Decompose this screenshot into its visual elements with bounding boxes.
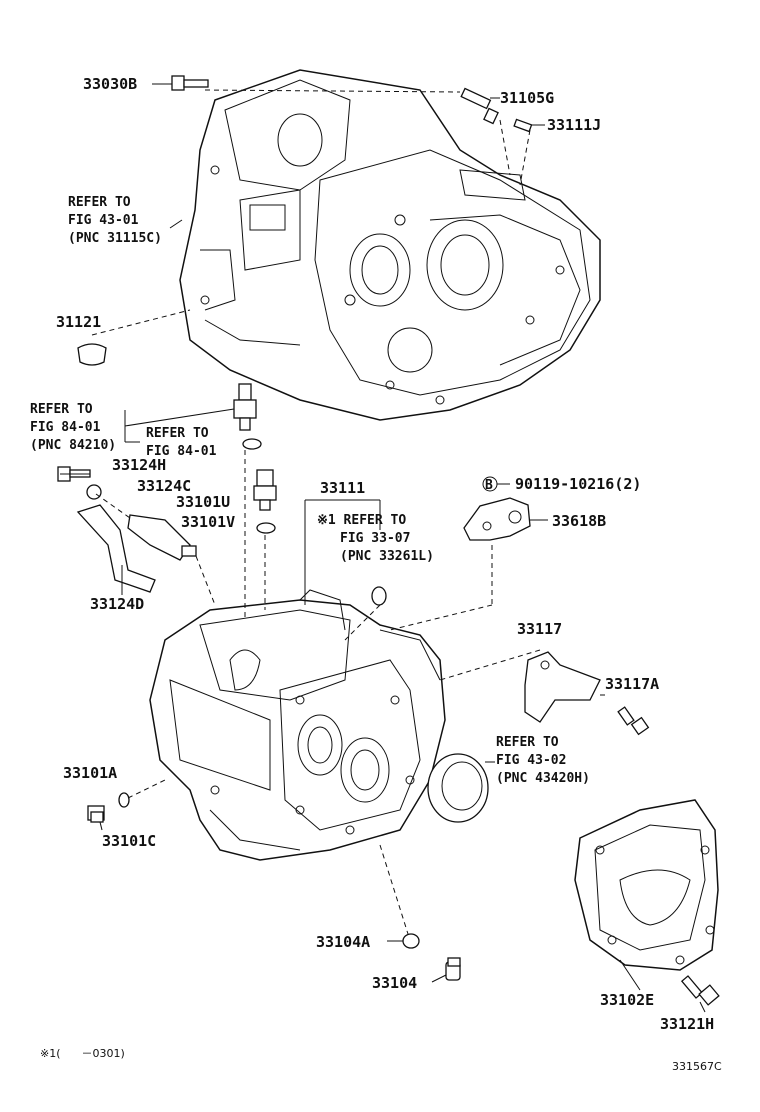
- refer-43-02-line1: REFER TO: [496, 735, 559, 750]
- label-90119-10216: 90119-10216(2): [515, 475, 641, 493]
- refer-43-02-line3: (PNC 43420H): [496, 771, 590, 786]
- label-33104: 33104: [372, 974, 417, 992]
- plug-33104: [445, 957, 461, 981]
- label-33104A: 33104A: [316, 933, 370, 951]
- plug-31121: [77, 343, 107, 366]
- cover-33102E: [574, 799, 719, 971]
- label-33102E: 33102E: [600, 991, 654, 1009]
- refer-43-01-line3: (PNC 31115C): [68, 231, 162, 246]
- gasket-33101C: [118, 792, 130, 808]
- label-31105G: 31105G: [500, 89, 554, 107]
- bolt-33121H: [680, 975, 720, 1006]
- label-33101A: 33101A: [63, 764, 117, 782]
- label-33117: 33117: [517, 620, 562, 638]
- label-33117A: 33117A: [605, 675, 659, 693]
- oil-seal-43420H: [427, 753, 489, 823]
- label-33124C: 33124C: [137, 477, 191, 495]
- bolt-symbol-circle: [482, 476, 498, 492]
- label-33101V: 33101V: [181, 513, 235, 531]
- label-33124D: 33124D: [90, 595, 144, 613]
- bracket-33618B: [463, 497, 531, 541]
- seal-33261L: [371, 586, 387, 606]
- sensor-84210: [233, 383, 262, 450]
- leader-lines: [60, 83, 706, 1013]
- label-33618B: 33618B: [552, 512, 606, 530]
- refer-84-01b-line2: FIG 84-01: [146, 444, 217, 459]
- lever-33124D: [76, 504, 156, 593]
- gasket-33104A: [402, 933, 420, 949]
- refer-43-02-line2: FIG 43-02: [496, 753, 566, 768]
- bolt-33117A: [617, 706, 650, 736]
- refer-84-01b-line1: REFER TO: [146, 426, 209, 441]
- switch-33101U: [253, 469, 277, 511]
- refer-84-01a-line2: FIG 84-01: [30, 420, 101, 435]
- label-33030B: 33030B: [83, 75, 137, 93]
- refer-84-01a-line3: (PNC 84210): [30, 438, 116, 453]
- refer-33-07-line3: (PNC 33261L): [340, 549, 434, 564]
- figure-id: 331567C: [672, 1060, 722, 1073]
- bolt-33030B: [171, 75, 209, 91]
- plug-33101A: [87, 805, 105, 823]
- label-33111J: 33111J: [547, 116, 601, 134]
- label-33101C: 33101C: [102, 832, 156, 850]
- bolt-31105G: [460, 87, 499, 125]
- label-33111: 33111: [320, 479, 365, 497]
- refer-43-01-line1: REFER TO: [68, 195, 131, 210]
- label-33121H: 33121H: [660, 1015, 714, 1033]
- bolt-symbol-letter: B: [485, 478, 493, 493]
- refer-33-07-line2: FIG 33-07: [340, 531, 410, 546]
- label-31121: 31121: [56, 313, 101, 331]
- label-33101U: 33101U: [176, 493, 230, 511]
- refer-33-07-line1: ※1 REFER TO: [317, 513, 406, 528]
- gasket-33101V: [256, 522, 276, 534]
- refer-84-01a-line1: REFER TO: [30, 402, 93, 417]
- refer-43-01-line2: FIG 43-01: [68, 213, 139, 228]
- label-33124H: 33124H: [112, 456, 166, 474]
- pin-33111J: [513, 118, 533, 133]
- part-labels: 33030B 31105G 33111J REFER TO FIG 43-01 …: [30, 75, 714, 1033]
- transaxle-case-lower: [149, 589, 446, 861]
- transaxle-case-upper: [179, 69, 601, 421]
- bracket-33117: [524, 651, 601, 723]
- footnote: ※1( －0301): [40, 1047, 125, 1060]
